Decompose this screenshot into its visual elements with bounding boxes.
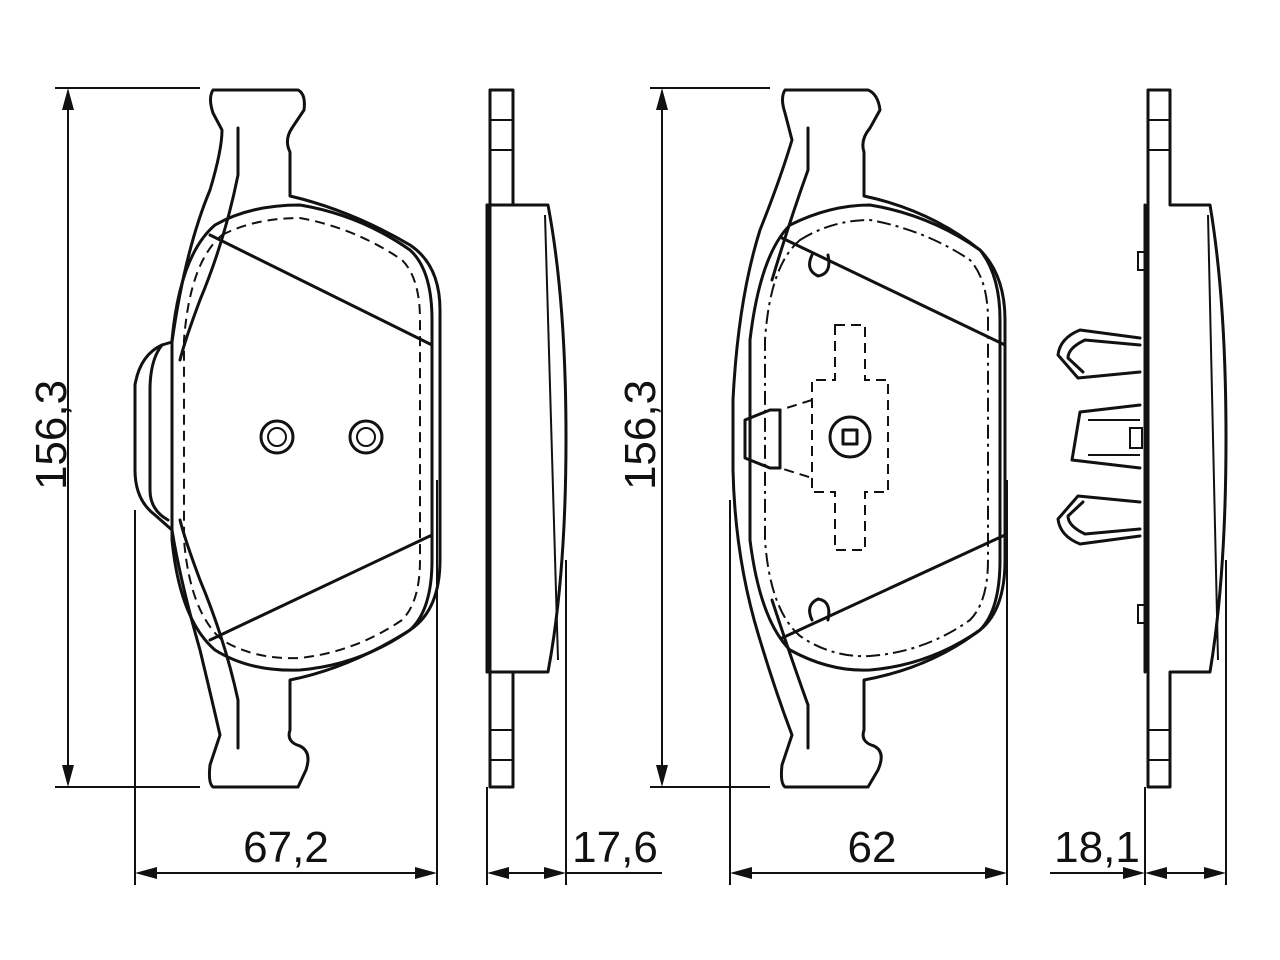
width-label-front: 67,2 (243, 823, 329, 872)
height-label-left: 156,3 (27, 380, 76, 490)
thickness-label-left: 17,6 (572, 823, 658, 872)
thickness-dimension-right: 18,1 (1050, 560, 1227, 885)
height-dimension-right: 156,3 (616, 87, 770, 788)
brake-pad-back-view (731, 88, 1007, 789)
height-label-right: 156,3 (616, 380, 665, 490)
brake-pad-side-view-left (485, 88, 568, 789)
thickness-dimension-left: 17,6 (486, 560, 662, 885)
width-dimension-front: 67,2 (134, 480, 438, 885)
width-dimension-back: 62 (729, 480, 1008, 885)
width-label-back: 62 (848, 823, 897, 872)
brake-pad-side-view-right (1056, 88, 1228, 789)
brake-pad-front-view (133, 88, 442, 789)
height-dimension-left: 156,3 (27, 87, 200, 788)
thickness-label-right: 18,1 (1054, 823, 1140, 872)
